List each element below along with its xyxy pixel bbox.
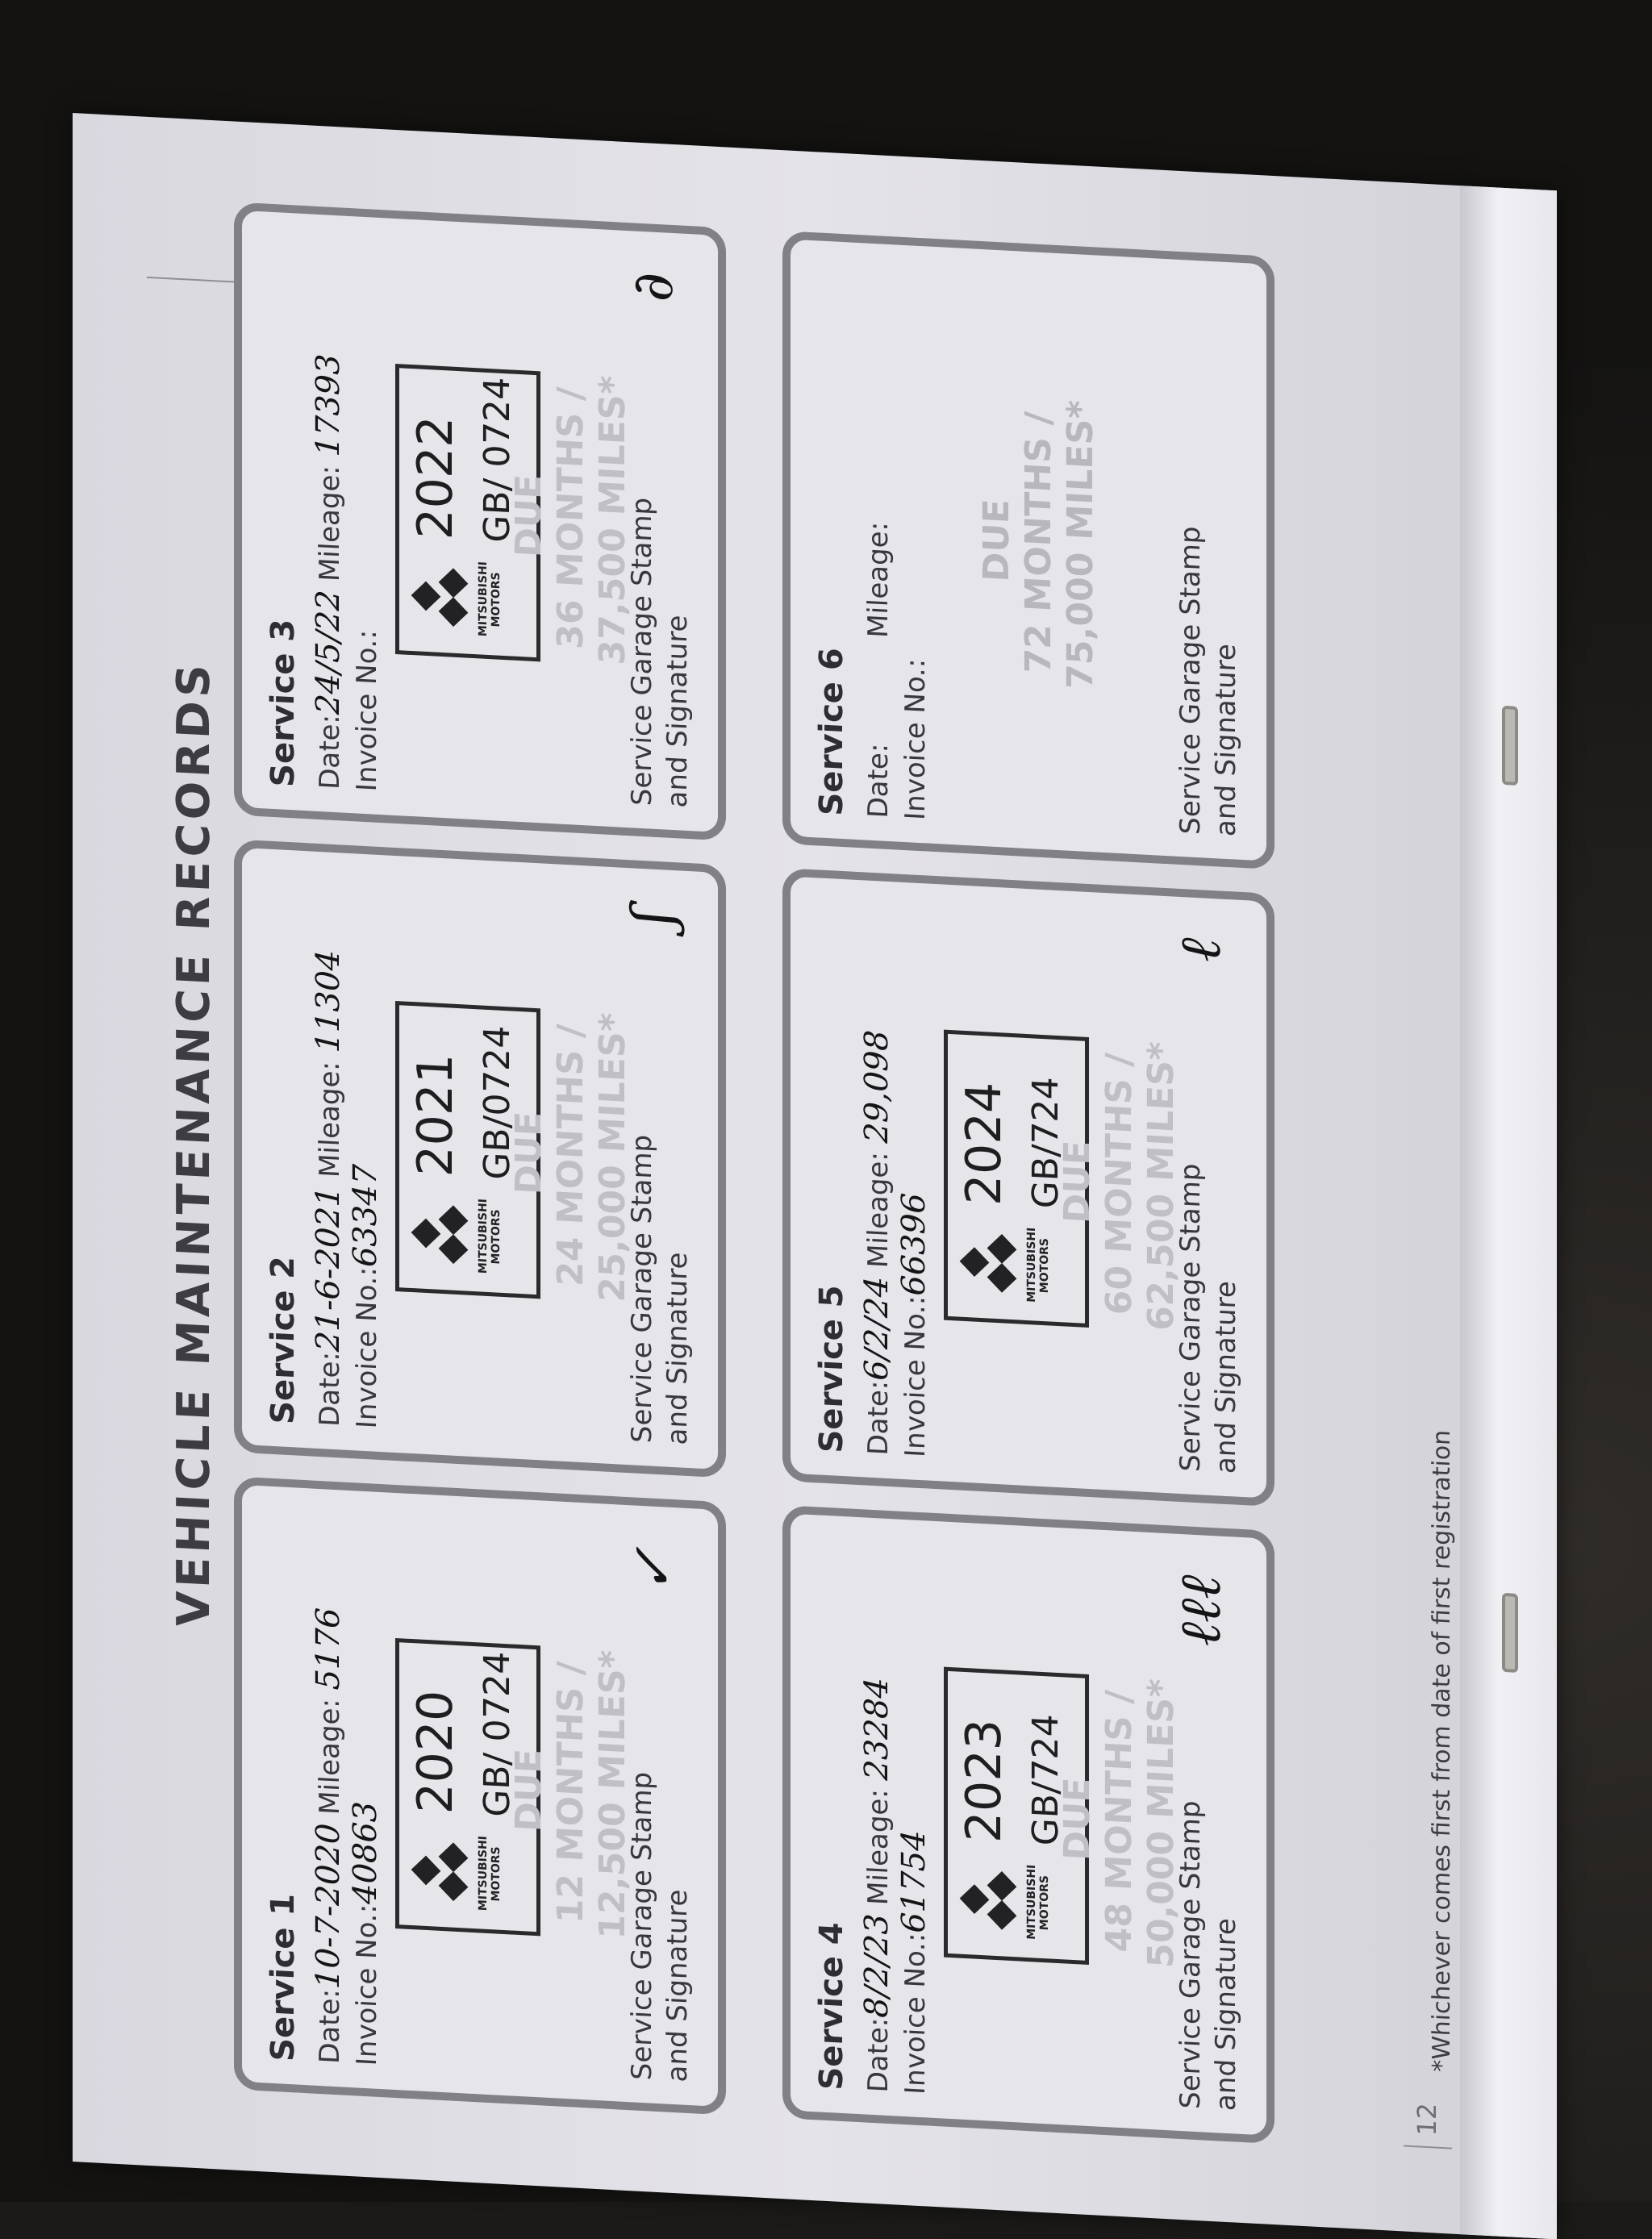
service-title: Service 4 — [813, 1921, 850, 2091]
signature-mark: ℓℓℓ — [1167, 1574, 1233, 1648]
service-card-6: Service 6 Date: Mileage: Invoice No.: DU… — [782, 231, 1274, 870]
date-row: Date:6/2/24 Mileage: 29,098 — [858, 1029, 895, 1456]
date-value: 21-6-2021 — [310, 1185, 347, 1353]
signature-mark: ℓ — [1167, 936, 1233, 964]
invoice-row: Invoice No.:61754 — [895, 1829, 932, 2095]
date-row: Date:10-7-2020 Mileage: 5176 — [310, 1607, 347, 2065]
stamp-year: 2021 — [407, 1052, 464, 1178]
date-label: Date: — [862, 2016, 895, 2094]
date-value: 24/5/22 — [310, 589, 347, 716]
invoice-row: Invoice No.:40863 — [347, 1800, 384, 2066]
invoice-value: 63347 — [347, 1163, 384, 1268]
signature-mark: ʃ — [620, 907, 686, 927]
date-label: Date: — [314, 713, 346, 790]
invoice-label: Invoice No.: — [899, 1932, 932, 2095]
date-label: Date: — [862, 742, 895, 819]
invoice-row: Invoice No.: — [895, 657, 932, 821]
page-fold — [1460, 186, 1557, 2239]
page-title: VEHICLE MAINTENANCE RECORDS — [168, 659, 220, 1628]
mileage-label: Mileage: — [862, 1151, 895, 1270]
service-title: Service 5 — [813, 1284, 850, 1454]
invoice-row: Invoice No.:66396 — [895, 1192, 932, 1458]
booklet-page: VEHICLE MAINTENANCE RECORDS Service 1 Da… — [73, 113, 1557, 2239]
signature-mark: ∂ — [620, 270, 686, 304]
invoice-label: Invoice No.: — [899, 1295, 932, 1458]
invoice-label: Invoice No.: — [351, 1903, 383, 2067]
invoice-value: 40863 — [347, 1800, 384, 1905]
date-label: Date: — [314, 1350, 346, 1428]
mileage-label: Mileage: — [314, 1697, 346, 1816]
page-number: 12 — [1412, 2102, 1442, 2137]
invoice-value: 61754 — [895, 1828, 932, 1934]
service-title: Service 2 — [265, 1255, 302, 1425]
date-label: Date: — [314, 1987, 346, 2065]
date-value: 8/2/23 — [858, 1912, 895, 2019]
stamp-year: 2024 — [956, 1080, 1012, 1207]
mileage-value: 29,098 — [858, 1029, 895, 1145]
date-row: Date:8/2/23 Mileage: 23284 — [858, 1677, 895, 2094]
page-number-divider — [1404, 2145, 1452, 2149]
invoice-value: 66396 — [895, 1191, 932, 1297]
mileage-value: 11304 — [310, 949, 347, 1054]
service-title: Service 1 — [265, 1892, 302, 2062]
mileage-label: Mileage: — [862, 1788, 895, 1907]
invoice-row: Invoice No.: — [347, 629, 384, 793]
mileage-label: Mileage: — [862, 520, 895, 639]
service-card-3: Service 3 Date:24/5/22 Mileage: 17393 In… — [234, 202, 726, 841]
stamp-year: 2023 — [956, 1717, 1012, 1845]
mileage-value: 23284 — [858, 1676, 895, 1782]
service-card-1: Service 1 Date:10-7-2020 Mileage: 5176 I… — [234, 1476, 726, 2116]
service-card-4: Service 4 Date:8/2/23 Mileage: 23284 Inv… — [782, 1505, 1274, 2145]
date-value: 6/2/24 — [858, 1275, 895, 1382]
invoice-label: Invoice No.: — [351, 628, 383, 793]
staple-icon — [1502, 705, 1518, 786]
invoice-label: Invoice No.: — [899, 657, 932, 821]
date-row: Date:21-6-2021 Mileage: 11304 — [310, 949, 347, 1428]
mileage-value: 5176 — [310, 1607, 347, 1691]
date-value: 10-7-2020 — [310, 1822, 347, 1991]
service-title: Service 3 — [265, 618, 302, 788]
invoice-row: Invoice No.:63347 — [347, 1163, 384, 1429]
service-title: Service 6 — [813, 647, 850, 817]
service-card-2: Service 2 Date:21-6-2021 Mileage: 11304 … — [234, 839, 726, 1478]
date-label: Date: — [862, 1379, 895, 1457]
mileage-label: Mileage: — [314, 464, 346, 583]
invoice-label: Invoice No.: — [351, 1265, 383, 1430]
footnote: *Whichever comes first from date of firs… — [1428, 1428, 1456, 2073]
date-row: Date:24/5/22 Mileage: 17393 — [310, 353, 347, 790]
mileage-value: 17393 — [310, 352, 347, 458]
mileage-label: Mileage: — [314, 1060, 346, 1179]
date-row: Date: Mileage: — [858, 521, 895, 819]
stamp-year: 2020 — [407, 1689, 464, 1816]
signature-mark: ✓ — [620, 1545, 686, 1596]
staple-icon — [1502, 1592, 1518, 1673]
service-card-5: Service 5 Date:6/2/24 Mileage: 29,098 In… — [782, 868, 1274, 1507]
stamp-year: 2022 — [407, 415, 464, 541]
service-booklet: VEHICLE MAINTENANCE RECORDS Service 1 Da… — [24, 0, 1637, 2239]
